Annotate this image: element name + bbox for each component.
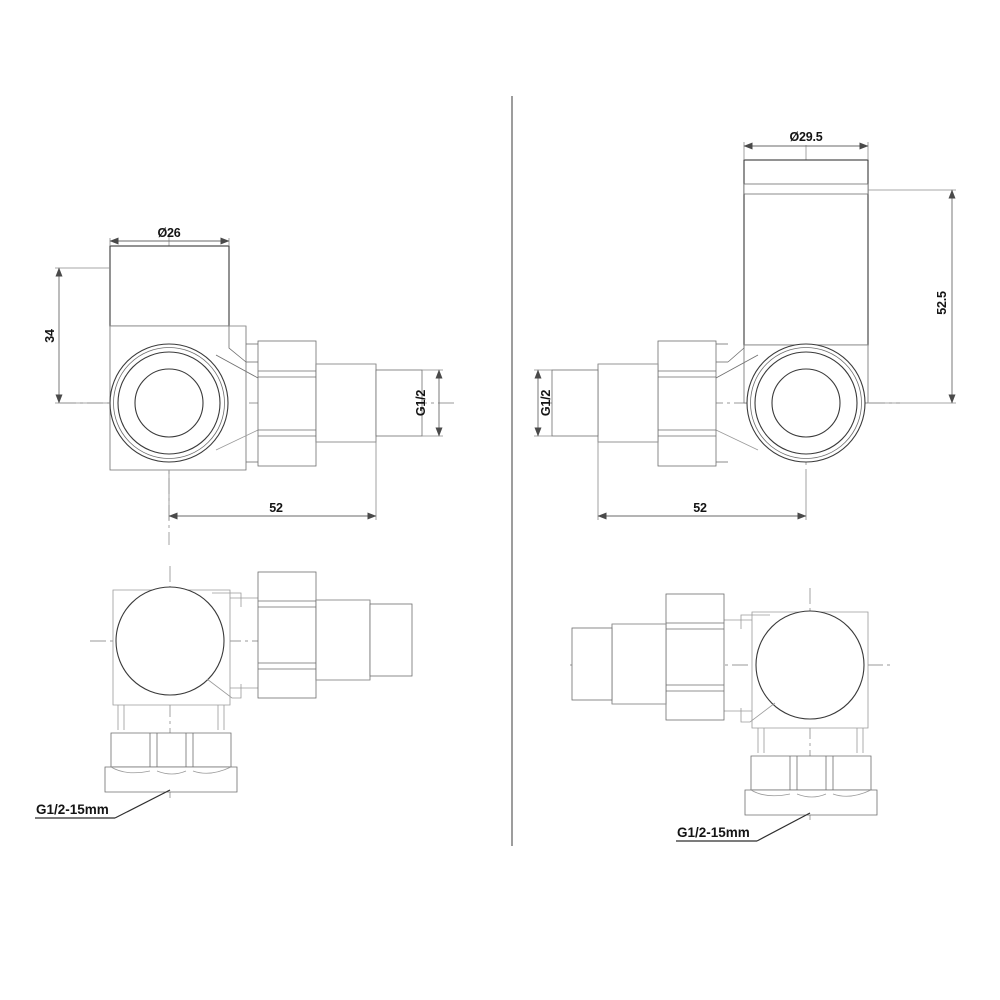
dimension-label-g12-left-view: G1/2 <box>414 390 428 417</box>
body-shoulder <box>215 326 259 463</box>
dimension-g12-right-view: G1/2 <box>534 369 553 437</box>
dimension-label-dia295: Ø29.5 <box>789 130 822 144</box>
dimension-label-h525: 52.5 <box>935 291 949 315</box>
dimension-label-h34: 34 <box>43 329 57 343</box>
annotation-thread-note-left: G1/2-15mm <box>35 789 171 819</box>
valve-boss-circle <box>755 610 865 720</box>
view-bottom-left: G1/2-15mm <box>35 566 413 819</box>
threaded-tail-plan <box>315 599 413 681</box>
annotation-label-thread-note-right: G1/2-15mm <box>677 825 750 840</box>
threaded-tail-plan <box>571 623 667 705</box>
dimension-h525: 52.5 <box>868 189 956 404</box>
dimension-label-g12-right-view: G1/2 <box>539 390 553 417</box>
dimension-dia295: Ø29.5 <box>743 130 869 160</box>
view-top-left: Ø26 34 G1/2 52 <box>43 226 455 545</box>
valve-cap-cylinder <box>743 159 869 346</box>
dimension-h34: 34 <box>43 267 110 404</box>
hex-nut-plan <box>257 571 317 699</box>
hex-nut-side-view <box>257 340 317 467</box>
dimension-g12-left-view: G1/2 <box>414 369 443 437</box>
hex-nut-plan <box>665 593 725 721</box>
view-bottom-right: G1/2-15mm <box>570 588 890 842</box>
union-nut-end-view <box>109 343 229 463</box>
valve-cap-cylinder <box>109 245 230 327</box>
dimension-label-len52-left-view: 52 <box>269 501 283 515</box>
lower-union-nut <box>104 705 238 793</box>
union-nut-end-view <box>746 343 866 463</box>
annotation-label-thread-note-left: G1/2-15mm <box>36 802 109 817</box>
threaded-tail <box>551 363 659 443</box>
view-top-right: Ø29.5 52.5 G1/2 52 <box>534 130 956 520</box>
annotation-thread-note-right: G1/2-15mm <box>676 812 811 842</box>
lower-union-nut <box>744 728 878 816</box>
hex-nut-side-view <box>657 340 717 467</box>
threaded-tail <box>315 363 423 443</box>
dimension-label-dia26: Ø26 <box>157 226 180 240</box>
dimension-len52-right-view: 52 <box>597 442 807 520</box>
dimension-label-len52-right-view: 52 <box>693 501 707 515</box>
body-shoulder <box>715 343 759 463</box>
dimension-len52-left-view: 52 <box>168 442 377 520</box>
valve-boss-circle <box>115 586 225 696</box>
dimension-dia26: Ø26 <box>109 226 230 246</box>
